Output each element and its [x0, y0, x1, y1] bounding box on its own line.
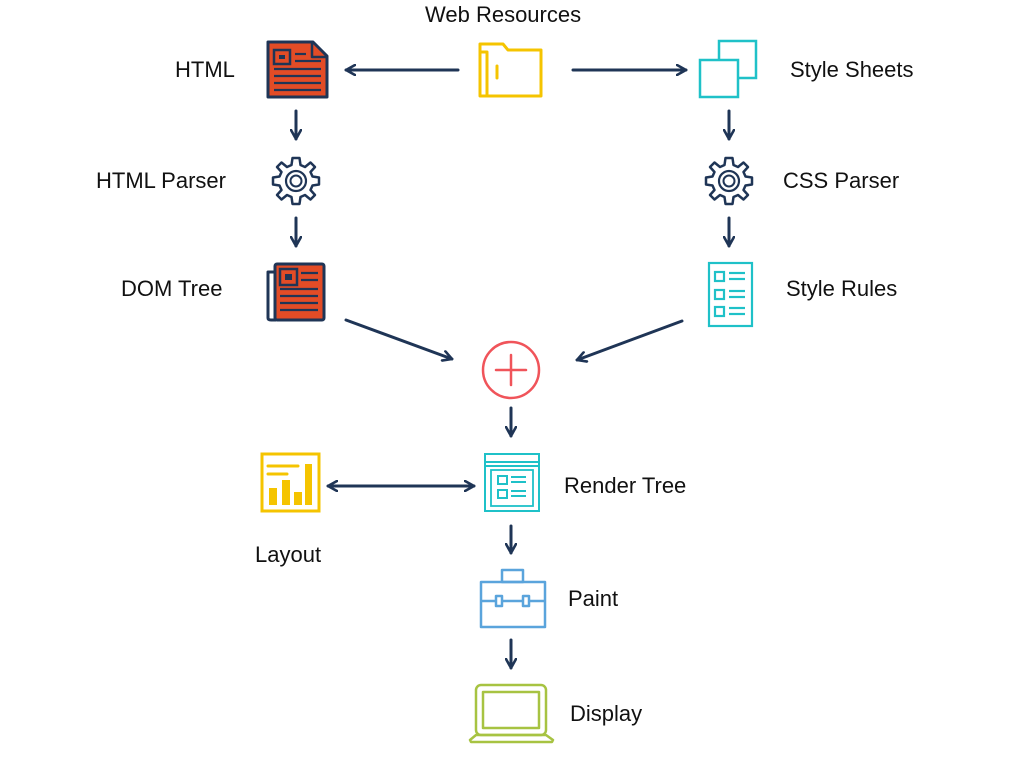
node-label-render-tree: Render Tree [564, 473, 687, 498]
gear-icon [271, 156, 321, 206]
node-label-html: HTML [175, 57, 235, 82]
laptop-icon [468, 683, 555, 744]
node-label-paint: Paint [568, 586, 619, 611]
node-label-web-resources: Web Resources [425, 2, 582, 27]
document-icon [266, 40, 329, 99]
node-label-css-parser: CSS Parser [783, 168, 900, 193]
toolbox-icon [479, 568, 547, 629]
newspaper-icon [266, 262, 326, 322]
overlapping-squares-icon [698, 39, 758, 99]
node-label-layout: Layout [255, 542, 322, 567]
node-label-dom-tree: DOM Tree [121, 276, 223, 301]
node-label-style-rules: Style Rules [786, 276, 898, 301]
node-label-html-parser: HTML Parser [96, 168, 226, 193]
gear-icon [704, 156, 754, 206]
node-label-display: Display [570, 701, 643, 726]
bar-chart-icon [260, 452, 321, 513]
arrow-stylerules-to-combine [575, 319, 684, 360]
node-label-style-sheets: Style Sheets [790, 57, 914, 82]
plus-circle-icon [481, 340, 541, 400]
arrow-dom-to-combine [344, 318, 454, 359]
folder-icon [478, 42, 543, 98]
checklist-icon [707, 261, 754, 328]
browser-window-icon [484, 453, 540, 512]
